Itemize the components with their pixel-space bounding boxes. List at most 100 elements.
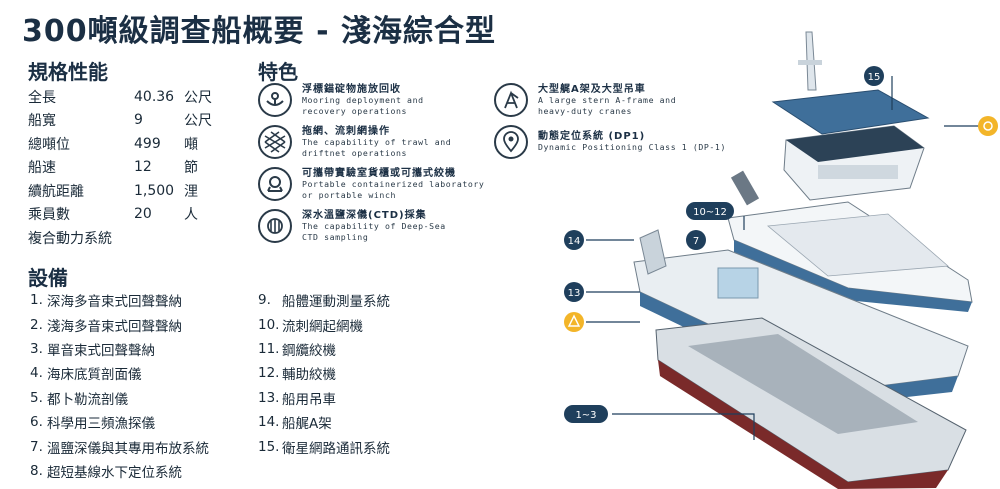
anchor-buoy-icon — [258, 83, 292, 117]
feature-en: Mooring deployment and — [302, 94, 424, 105]
item-number: 13. — [258, 389, 280, 406]
feature-aframe: 大型艉A架及大型吊車 A large stern A-frame and hea… — [494, 83, 676, 117]
list-item: 6.科學用三頻漁探儀 — [30, 410, 209, 434]
spec-value: 9 — [134, 112, 143, 129]
net-icon — [258, 125, 292, 159]
specs-heading: 規格性能 — [28, 60, 108, 84]
equipment-heading: 設備 — [28, 266, 68, 290]
badge-14: 14 — [564, 230, 584, 250]
page-title: 300噸級調查船概要 - 淺海綜合型 — [22, 14, 496, 49]
badge-accent-top — [978, 116, 998, 136]
badge-1-3-label: 1~3 — [575, 410, 596, 421]
list-item: 15.衛星網路通訊系統 — [258, 434, 390, 458]
item-number: 8. — [30, 462, 43, 479]
badge-7: 7 — [686, 230, 706, 250]
upper-deck — [727, 170, 973, 312]
list-item: 3.單音束式回聲聲納 — [30, 337, 209, 361]
item-label: 溫鹽深儀與其專用布放系統 — [47, 440, 209, 457]
list-item: 12.輔助絞機 — [258, 361, 390, 385]
badge-10-12-label: 10~12 — [693, 207, 727, 218]
item-label: 深海多音束式回聲聲納 — [47, 294, 182, 311]
badge-15: 15 — [864, 66, 884, 86]
item-number: 9. — [258, 292, 271, 309]
location-pin-icon — [494, 125, 528, 159]
winch-icon — [258, 167, 292, 201]
item-label: 都卜勒流剖儀 — [47, 391, 128, 408]
spec-row: 乘員數 20 人 — [28, 203, 228, 227]
feature-en: The capability of Deep-Sea — [302, 220, 446, 231]
item-label: 船艉A架 — [282, 416, 332, 433]
item-number: 11. — [258, 340, 280, 357]
ship-exploded-diagram: 15 10~12 14 7 13 1~3 — [564, 31, 998, 489]
spec-label: 乘員數 — [28, 207, 70, 224]
feature-en: A large stern A-frame and — [538, 94, 677, 105]
spec-label: 船速 — [28, 160, 56, 177]
item-label: 科學用三頻漁探儀 — [47, 416, 155, 433]
feature-dp1: 動態定位系統 (DP1) Dynamic Positioning Class 1… — [494, 125, 726, 159]
spec-row: 總噸位 499 噸 — [28, 132, 228, 156]
feature-portable-lab: 可攜帶實驗室貨櫃或可攜式絞機 Portable containerized la… — [258, 167, 484, 201]
lower-hull — [655, 317, 967, 489]
item-number: 4. — [30, 365, 43, 382]
item-number: 7. — [30, 438, 43, 455]
badge-10-12: 10~12 — [686, 202, 734, 220]
list-item: 13.船用吊車 — [258, 386, 390, 410]
item-label: 衛星網路通訊系統 — [282, 440, 390, 457]
item-number: 15. — [258, 438, 280, 455]
spec-label: 總噸位 — [28, 136, 70, 153]
list-item: 9. 船體運動測量系統 — [258, 288, 390, 312]
item-label: 鋼纜絞機 — [282, 342, 336, 359]
spec-unit: 噸 — [184, 136, 198, 153]
item-number: 12. — [258, 365, 280, 382]
spec-value: 12 — [134, 159, 152, 176]
feature-zh: 可攜帶實驗室貨櫃或可攜式絞機 — [302, 167, 456, 179]
item-label: 船體運動測量系統 — [282, 294, 390, 311]
list-item: 8.超短基線水下定位系統 — [30, 459, 209, 483]
features-heading: 特色 — [258, 60, 298, 84]
item-label: 船用吊車 — [282, 391, 336, 408]
spec-row: 全長 40.36 公尺 — [28, 85, 228, 109]
item-label: 超短基線水下定位系統 — [47, 464, 182, 481]
ctd-icon — [258, 209, 292, 243]
spec-value: 40.36 — [134, 88, 175, 105]
feature-en: driftnet operations — [302, 147, 408, 158]
spec-unit: 公尺 — [184, 89, 212, 106]
badge-13: 13 — [564, 282, 584, 302]
feature-trawl: 拖網、流刺網操作 The capability of trawl and dri… — [258, 125, 451, 159]
item-number: 6. — [30, 414, 43, 431]
list-item: 5.都卜勒流剖儀 — [30, 386, 209, 410]
list-item: 7.溫鹽深儀與其專用布放系統 — [30, 434, 209, 458]
spec-value: 1,500 — [134, 182, 175, 199]
item-number: 1. — [30, 292, 43, 309]
feature-mooring: 浮標錨碇物施放回收 Mooring deployment and recover… — [258, 83, 424, 117]
spec-label: 複合動力系統 — [28, 230, 112, 247]
feature-zh: 動態定位系統 (DP1) — [538, 131, 646, 142]
spec-label: 船寬 — [28, 113, 56, 130]
item-label: 流刺網起網機 — [282, 318, 363, 335]
spec-value: 20 — [134, 206, 152, 223]
spec-label: 全長 — [28, 89, 56, 106]
item-label: 單音束式回聲聲納 — [47, 342, 155, 359]
feature-en: recovery operations — [302, 105, 408, 116]
badge-1-3: 1~3 — [564, 405, 608, 423]
badge-14-label: 14 — [568, 236, 581, 247]
spec-value: 499 — [134, 135, 161, 152]
list-item: 14.船艉A架 — [258, 410, 390, 434]
equipment-list-1: 1.深海多音束式回聲聲納 2.淺海多音束式回聲聲納 3.單音束式回聲聲納 4.海… — [30, 288, 209, 483]
list-item: 1.深海多音束式回聲聲納 — [30, 288, 209, 312]
item-number: 5. — [30, 389, 43, 406]
feature-en: CTD sampling — [302, 231, 369, 242]
feature-en: heavy-duty cranes — [538, 105, 632, 116]
feature-zh: 浮標錨碇物施放回收 — [302, 83, 401, 95]
feature-zh: 拖網、流刺網操作 — [302, 125, 390, 137]
crane-icon — [494, 83, 528, 117]
feature-zh: 深水溫鹽深儀(CTD)採集 — [302, 209, 427, 221]
spec-label: 續航距離 — [28, 183, 84, 200]
spec-unit: 人 — [184, 207, 198, 224]
feature-en: Portable containerized laboratory — [302, 178, 485, 189]
bridge-deck — [783, 125, 925, 201]
